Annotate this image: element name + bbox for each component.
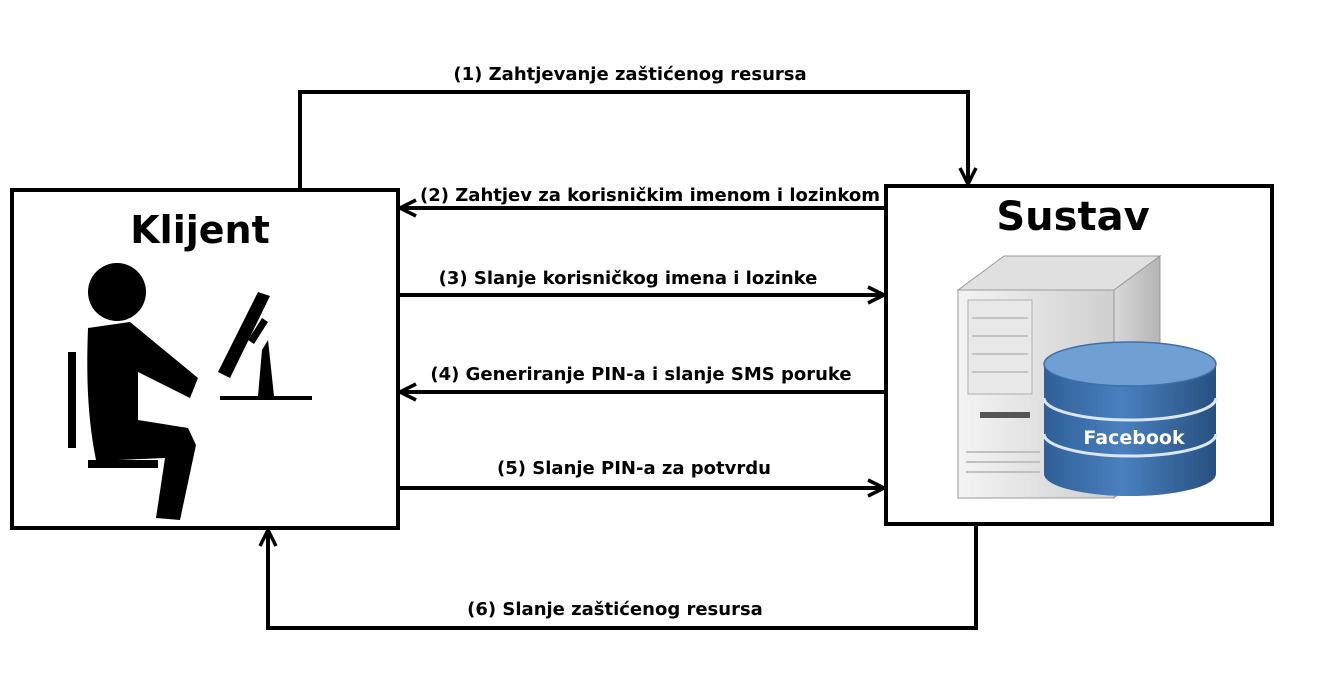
flow-6-label: (6) Slanje zaštićenog resursa <box>467 599 763 620</box>
client-title: Klijent <box>130 208 270 252</box>
system-box: Sustav Facebook <box>884 184 1274 526</box>
client-box: Klijent <box>10 188 400 530</box>
database-icon: Facebook <box>1042 341 1218 496</box>
flow-arrows: (1) Zahtjevanje zaštićenog resursa (2) Z… <box>268 64 978 630</box>
flow-1-arrow <box>298 90 968 190</box>
flow-4-label: (4) Generiranje PIN-a i slanje SMS poruk… <box>430 364 851 385</box>
flow-3-label: (3) Slanje korisničkog imena i lozinke <box>439 268 818 289</box>
system-title: Sustav <box>996 194 1149 240</box>
flow-6-arrow <box>268 526 978 630</box>
client-box-frame <box>10 188 400 530</box>
person-at-computer-icon <box>68 263 312 520</box>
flow-2-label: (2) Zahtjev za korisničkim imenom i lozi… <box>420 185 880 206</box>
flow-1-label: (1) Zahtjevanje zaštićenog resursa <box>453 64 806 85</box>
flow-5-label: (5) Slanje PIN-a za potvrdu <box>497 458 771 479</box>
database-label: Facebook <box>1083 427 1185 449</box>
